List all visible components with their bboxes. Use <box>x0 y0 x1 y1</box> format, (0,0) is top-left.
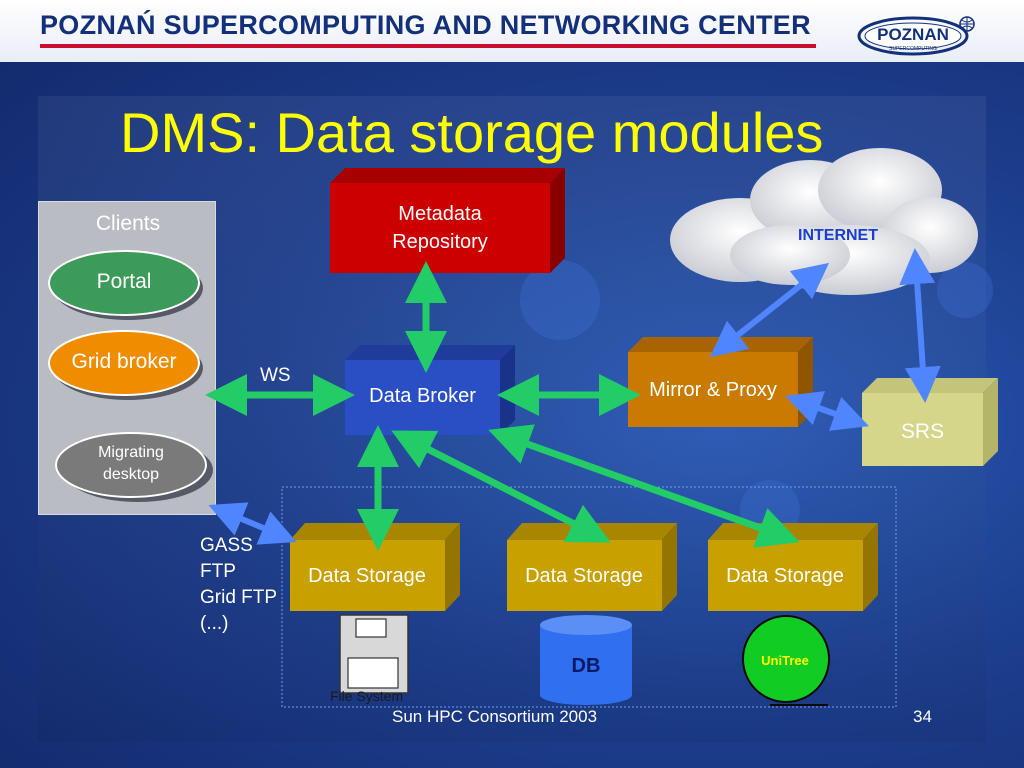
pozman-logo: POZNAN SUPERCOMPUTING <box>857 16 975 56</box>
data-storage-label-3: Data Storage <box>726 565 844 587</box>
ws-label: WS <box>260 365 291 386</box>
arrow-mirror-srs <box>785 391 869 431</box>
header-banner: POZNAŃ SUPERCOMPUTING AND NETWORKING CEN… <box>0 0 1024 62</box>
srs-label: SRS <box>900 420 945 443</box>
logo-subtext: SUPERCOMPUTING <box>889 46 937 52</box>
decor-orb <box>520 260 600 340</box>
protocol-ftp: FTP <box>200 561 236 582</box>
migrating-desktop-label: Migrating desktop <box>98 444 164 483</box>
file-system-icon <box>339 614 409 694</box>
unitree-label: UniTree <box>761 653 809 668</box>
arrow-broker-storage-3 <box>488 424 800 548</box>
grid-broker-pill <box>48 330 203 400</box>
mirror-proxy-label: Mirror & Proxy <box>649 379 777 401</box>
decor-orb <box>937 262 993 318</box>
arrow-srs-internet <box>899 248 941 403</box>
data-storage-label-2: Data Storage <box>525 565 643 587</box>
grid-broker-label: Grid broker <box>71 350 177 373</box>
header-rule <box>40 44 816 48</box>
logo-text: POZNAN <box>877 25 949 44</box>
srs-box <box>862 378 998 466</box>
internet-label: INTERNET <box>798 227 878 244</box>
arrow-clients-storage <box>208 502 297 545</box>
data-storage-label-1: Data Storage <box>308 565 426 587</box>
protocol-etc: (...) <box>200 613 229 634</box>
unitree-icon: UniTree <box>742 615 830 706</box>
arrow-mirror-internet <box>709 262 830 358</box>
data-broker-label: Data Broker <box>369 385 476 407</box>
db-label: DB <box>572 655 601 677</box>
data-storage-box-1 <box>290 523 460 611</box>
storage-group-outline <box>281 486 897 708</box>
footer-text: Sun HPC Consortium 2003 <box>392 707 598 726</box>
clients-label: Clients <box>95 212 161 235</box>
metadata-repository-box <box>330 168 565 273</box>
protocol-gridftp: Grid FTP <box>200 587 278 608</box>
metadata-repository-label: Metadata Repository <box>392 203 488 253</box>
slide-title: DMS: Data storage modules <box>120 101 824 164</box>
portal-label: Portal <box>96 270 152 293</box>
db-cylinder-icon: DB <box>540 615 632 705</box>
portal-pill <box>48 250 203 320</box>
migrating-desktop-pill <box>55 432 213 502</box>
organization-title: POZNAŃ SUPERCOMPUTING AND NETWORKING CEN… <box>40 10 811 40</box>
internet-cloud: INTERNET <box>670 148 978 295</box>
page-number: 34 <box>913 707 932 726</box>
file-system-label: File System <box>330 688 404 704</box>
protocol-gass: GASS <box>200 535 253 556</box>
